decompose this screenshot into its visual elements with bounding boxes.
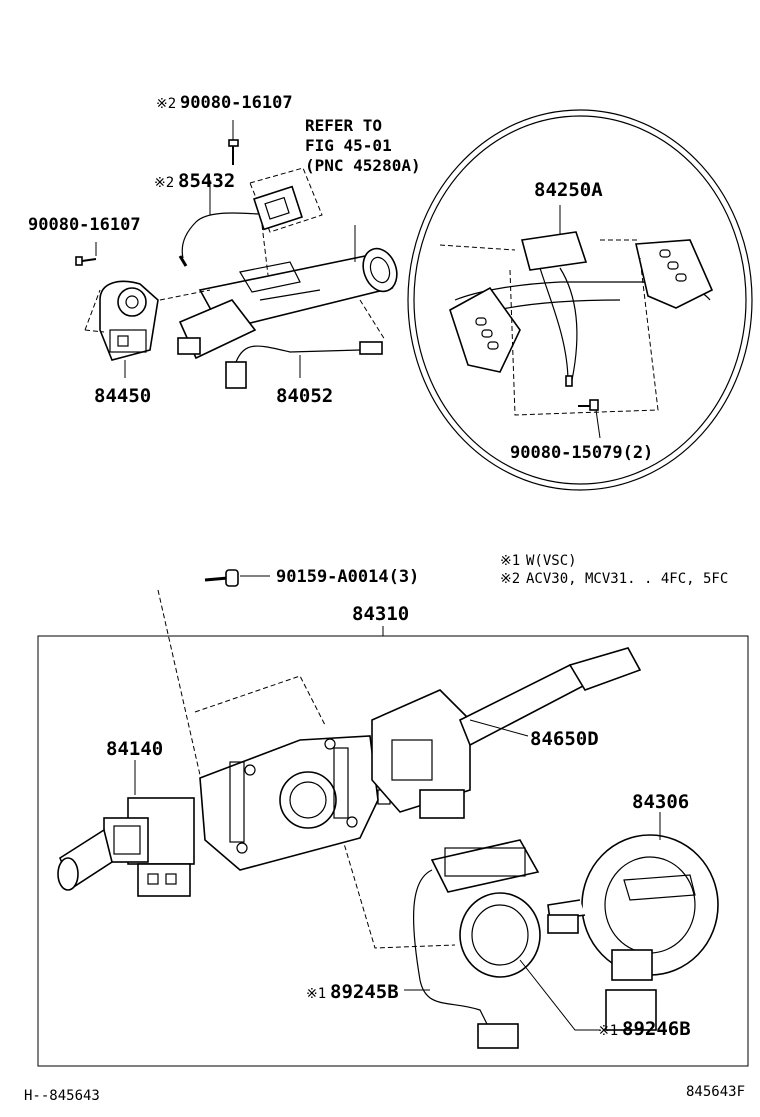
key-unlock-switch-icon	[178, 185, 303, 267]
horn-switch-icon	[520, 231, 588, 387]
note-mark: ※1	[598, 1023, 618, 1039]
part-number-label: 84306	[632, 791, 689, 813]
footer-right-code: 845643F	[686, 1084, 745, 1100]
steering-sensor-icon	[412, 839, 541, 1049]
part-number-label: 89246B	[622, 1018, 691, 1040]
part-number-label: 90080-16107	[180, 93, 293, 113]
part-number-label: 84052	[276, 385, 333, 407]
part-number-label: 84650D	[530, 728, 599, 750]
spiral-cable-icon	[547, 834, 719, 1031]
steering-switch-icon	[635, 239, 714, 309]
turn-signal-switch-icon	[57, 797, 195, 897]
legend-mark: ※1	[500, 553, 520, 569]
part-number-label: 84140	[106, 738, 163, 760]
switch-bracket-icon	[199, 735, 391, 871]
screw-icon	[204, 569, 239, 587]
ignition-switch-icon	[99, 280, 159, 361]
refer-note-line2: FIG 45-01	[305, 136, 392, 155]
screw-icon	[75, 256, 97, 266]
refer-note-line1: REFER TO	[305, 116, 382, 135]
steering-wheel-group	[407, 109, 753, 491]
part-number-label: 90080-15079(2)	[510, 443, 653, 463]
steering-column-icon	[177, 247, 398, 360]
part-number-label: 90080-16107	[28, 215, 141, 235]
refer-note-line3: (PNC 45280A)	[305, 156, 421, 175]
part-number-label: 89245B	[330, 981, 399, 1003]
note-mark: ※2	[154, 175, 174, 191]
part-number-label: 85432	[178, 170, 235, 192]
steering-switch-icon	[449, 286, 521, 373]
legend-mark: ※2	[500, 571, 520, 587]
steering-column-group	[75, 120, 398, 389]
wire-harness-icon	[225, 341, 383, 389]
part-number-label: 90159-A0014(3)	[276, 567, 419, 587]
part-number-label: 84310	[352, 603, 409, 625]
legend-text: W(VSC)	[526, 553, 577, 569]
part-number-label: 84450	[94, 385, 151, 407]
assembly-frame	[37, 635, 749, 1067]
legend-text: ACV30, MCV31. . 4FC, 5FC	[526, 571, 728, 587]
footer-left-code: H--845643	[24, 1088, 100, 1104]
steering-wheel-icon	[407, 109, 753, 491]
note-mark: ※2	[156, 96, 176, 112]
part-number-label: 84250A	[534, 179, 603, 201]
wiper-switch-icon	[371, 647, 642, 819]
screw-icon	[578, 399, 599, 411]
note-mark: ※1	[306, 986, 326, 1002]
screw-icon	[228, 139, 239, 165]
